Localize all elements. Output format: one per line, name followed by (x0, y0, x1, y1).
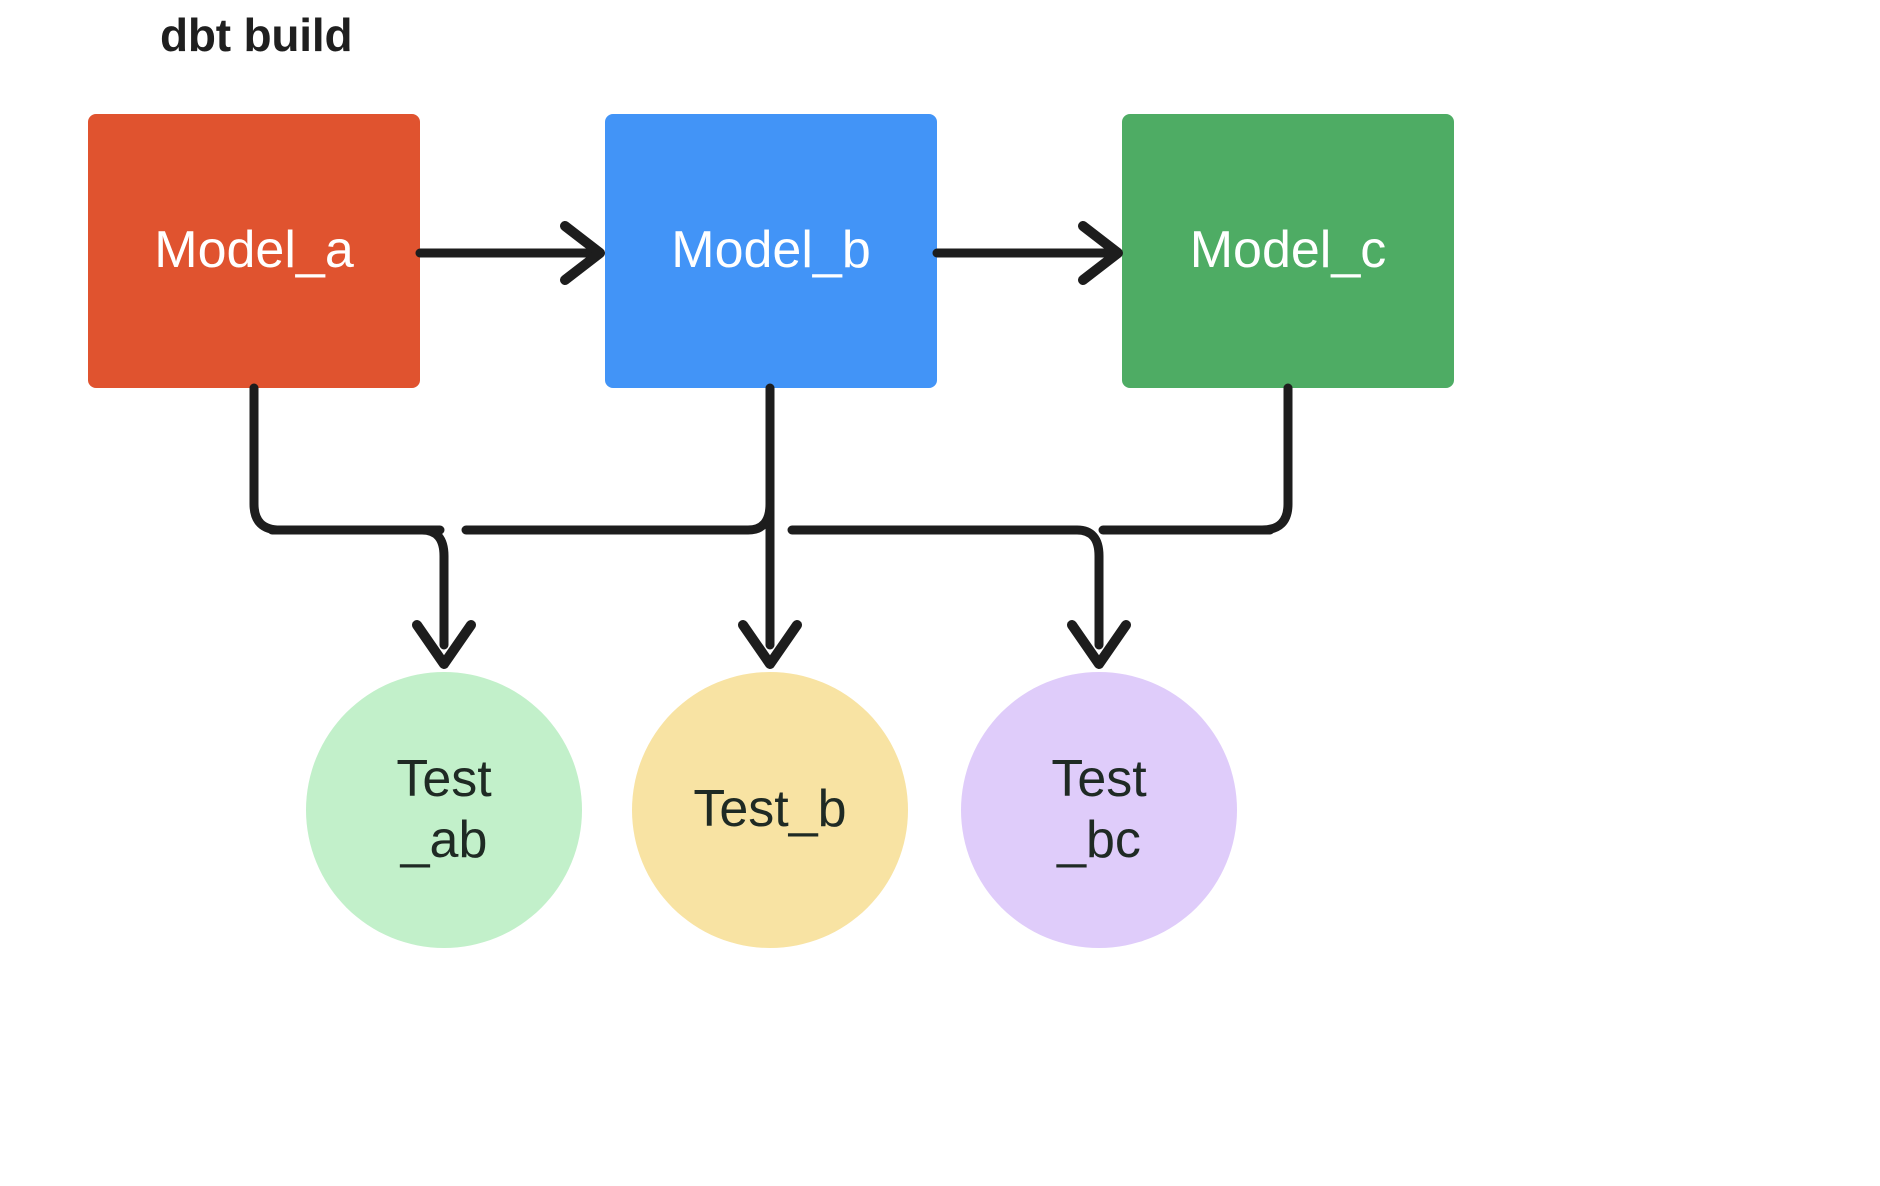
page-title: dbt build (160, 9, 353, 61)
edge-bus-center-right (787, 525, 1104, 650)
edge-bus-left (267, 525, 449, 650)
node-model-a[interactable] (88, 114, 420, 388)
node-test-ab[interactable] (306, 672, 582, 948)
edge-model-a-to-bus (249, 383, 445, 535)
edge-model-c-to-bus (1098, 383, 1293, 535)
edge-model-b-to-model-c (932, 221, 1123, 285)
node-model-c[interactable] (1122, 114, 1454, 388)
node-test-b[interactable] (632, 672, 908, 948)
node-model-b[interactable] (605, 114, 937, 388)
edge-model-a-to-model-b (415, 221, 605, 285)
edge-bus-center-left (461, 499, 775, 535)
node-test-bc[interactable] (961, 672, 1237, 948)
arrowhead-test-bc (1067, 620, 1131, 669)
arrowhead-test-ab (412, 620, 476, 669)
arrowhead-test-b (738, 620, 802, 669)
